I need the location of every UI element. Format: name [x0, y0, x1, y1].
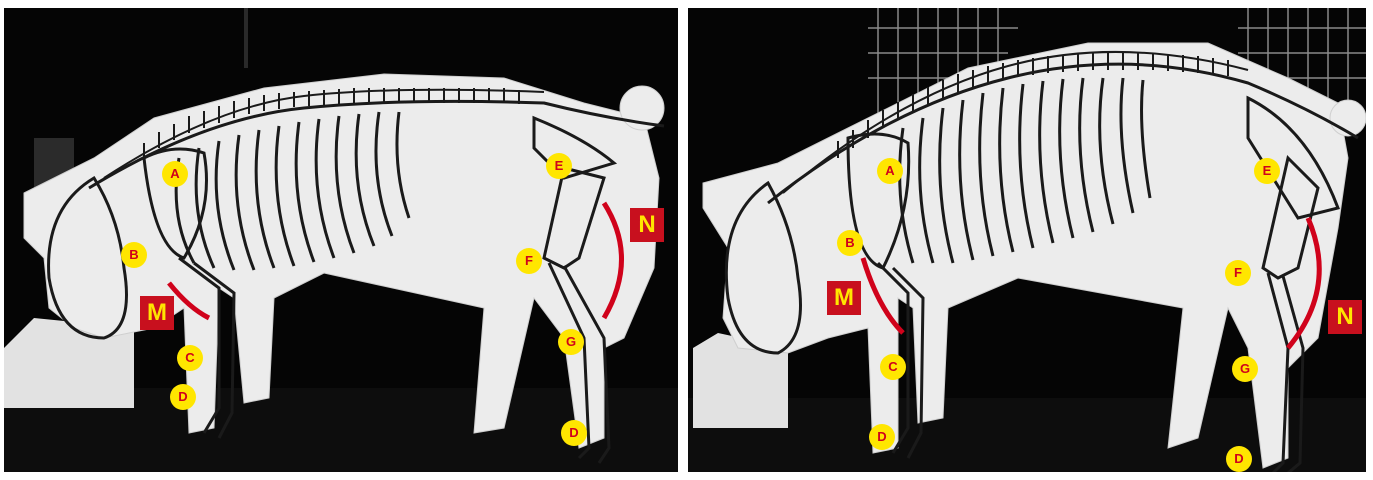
region-label-n: N [1328, 300, 1362, 334]
region-label-m: M [827, 281, 861, 315]
marker-d-front: D [869, 424, 895, 450]
marker-d-hind: D [561, 420, 587, 446]
marker-e: E [1254, 158, 1280, 184]
left-pig-illustration [4, 8, 678, 472]
marker-a: A [162, 161, 188, 187]
marker-c: C [880, 354, 906, 380]
right-photo-panel: A B C D E F G D M N [688, 8, 1366, 472]
marker-f: F [516, 248, 542, 274]
region-label-m: M [140, 296, 174, 330]
marker-f: F [1225, 260, 1251, 286]
marker-d-front: D [170, 384, 196, 410]
region-label-n: N [630, 208, 664, 242]
marker-a: A [877, 158, 903, 184]
marker-b: B [121, 242, 147, 268]
right-pig-illustration [688, 8, 1366, 472]
marker-e: E [546, 153, 572, 179]
marker-c: C [177, 345, 203, 371]
left-photo-panel: A B C D E F G D M N [4, 8, 678, 472]
marker-d-hind: D [1226, 446, 1252, 472]
marker-g: G [1232, 356, 1258, 382]
marker-b: B [837, 230, 863, 256]
marker-g: G [558, 329, 584, 355]
